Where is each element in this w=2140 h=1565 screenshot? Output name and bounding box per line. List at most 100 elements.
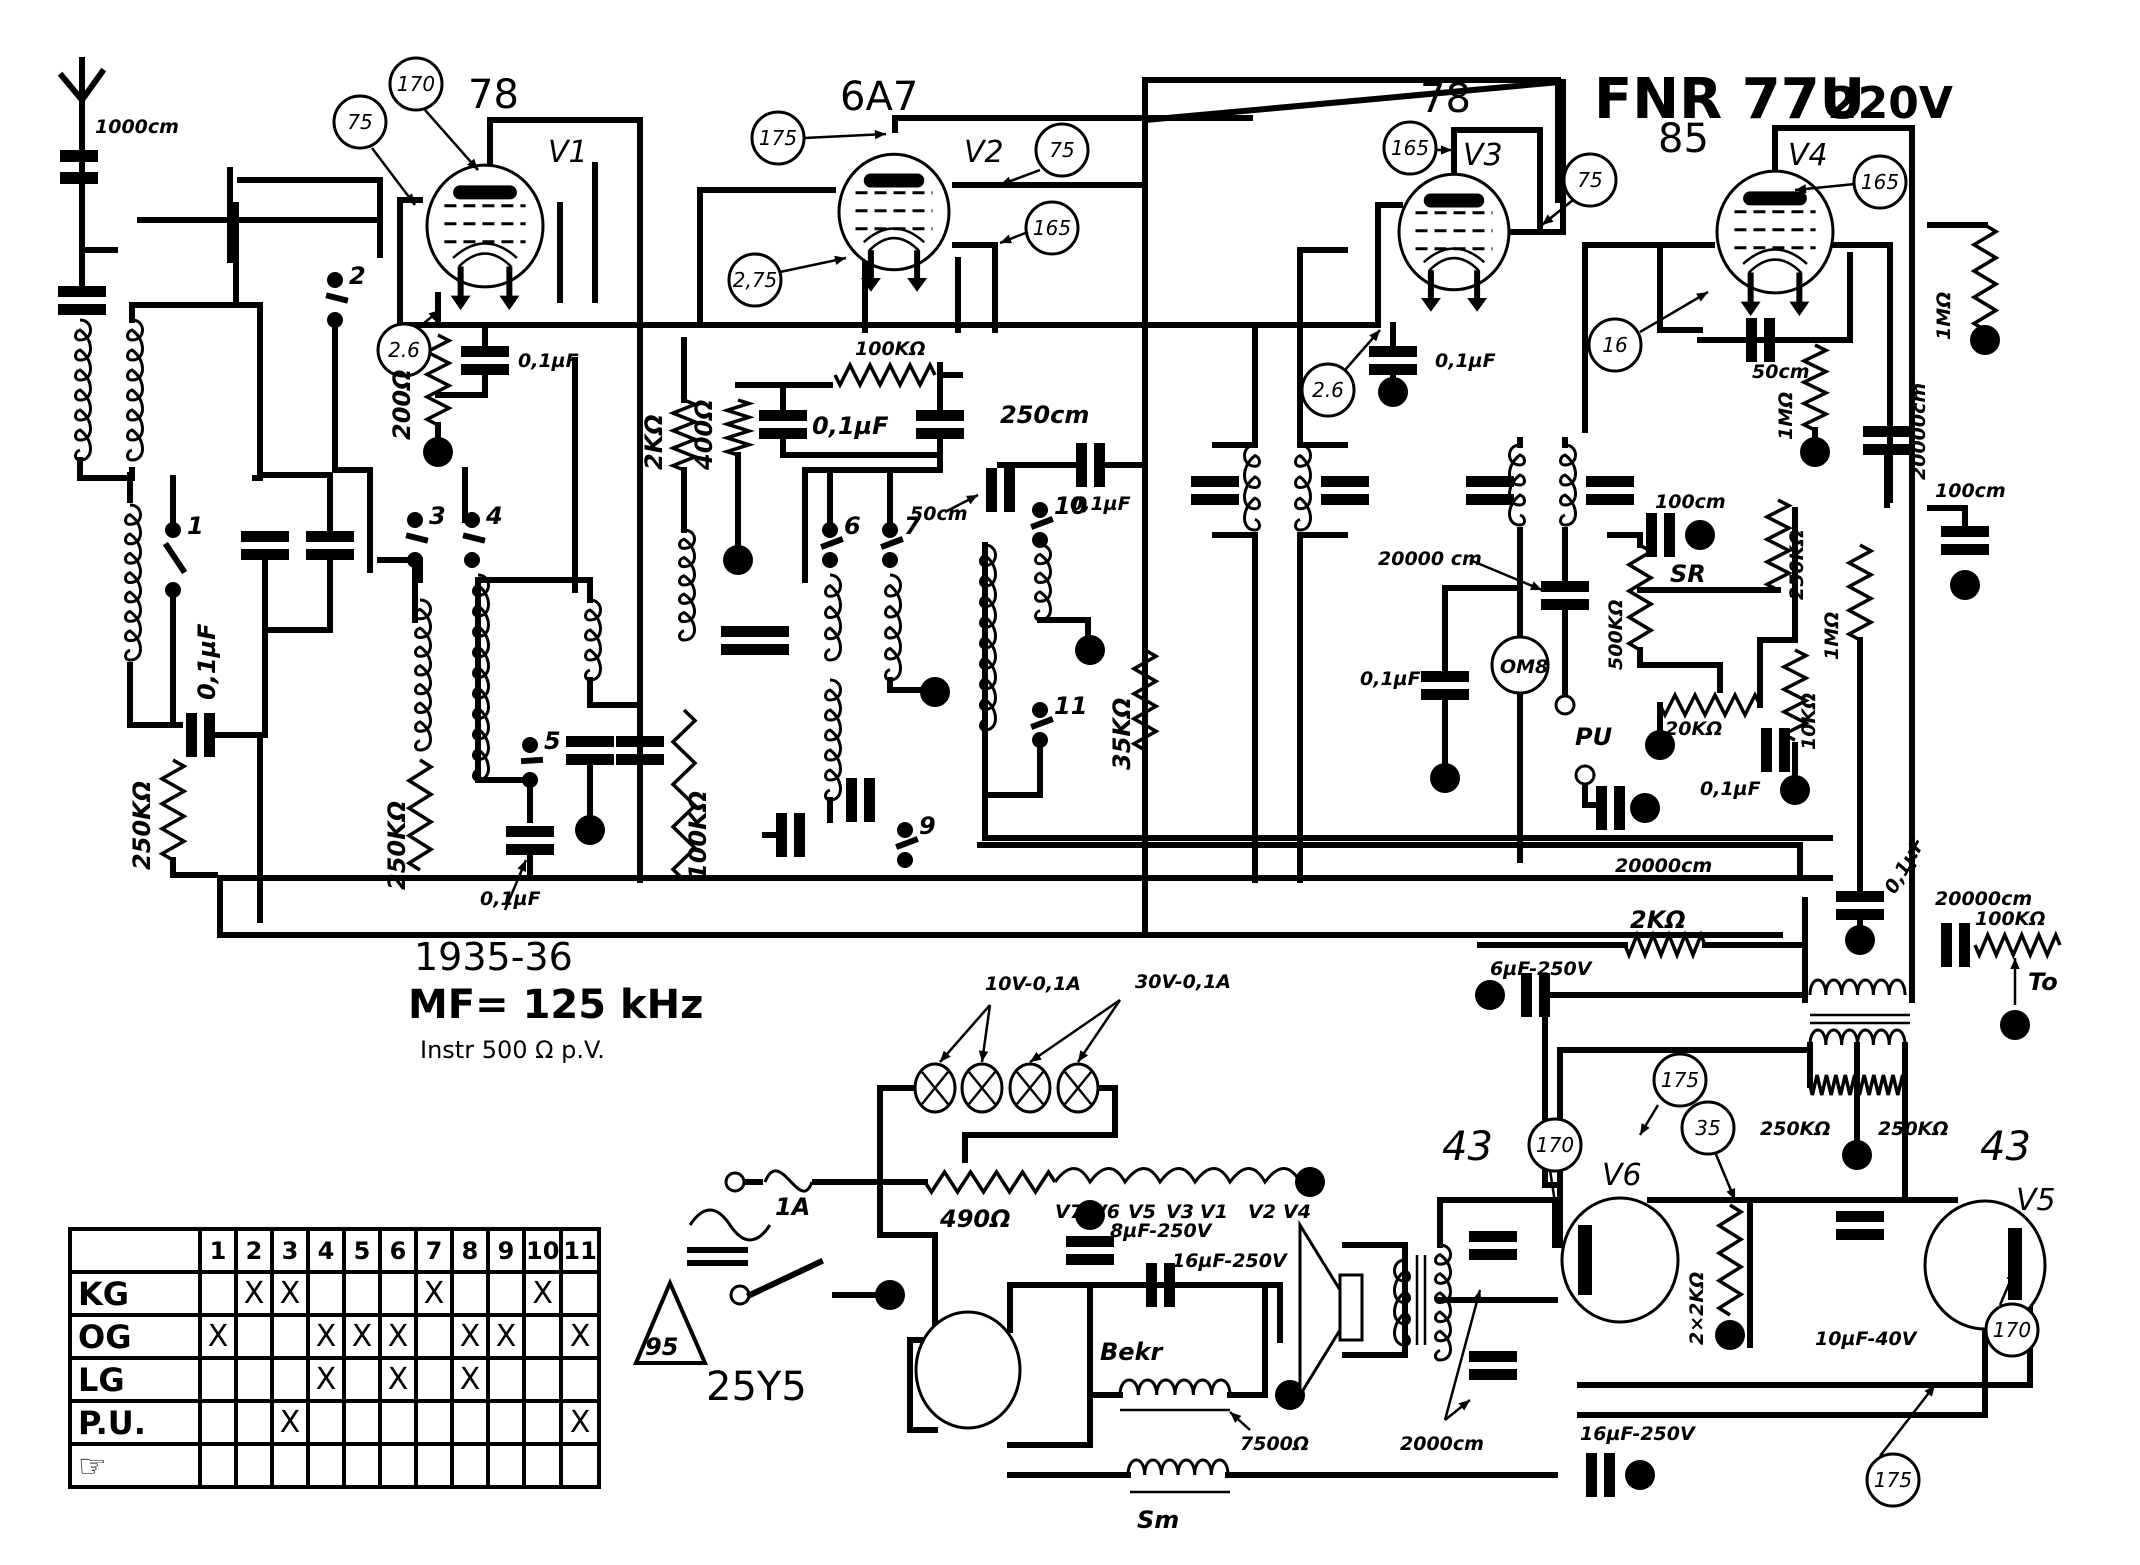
pointer-line bbox=[1879, 1384, 1936, 1457]
tube-v4-envelope bbox=[1715, 169, 1835, 295]
resistor-500k bbox=[1625, 543, 1655, 652]
pointer-arrow-icon bbox=[1530, 581, 1542, 591]
pointer-arrow-icon bbox=[1553, 1223, 1563, 1235]
ground-terminal bbox=[1970, 325, 2000, 355]
cap-50cm-plate bbox=[1004, 468, 1015, 512]
coil-6a bbox=[824, 573, 842, 662]
switch-mark-cell bbox=[234, 1313, 274, 1360]
coil-7 bbox=[884, 573, 902, 682]
ground-terminal bbox=[1842, 1140, 1872, 1170]
switch-mark-cell bbox=[559, 1270, 601, 1317]
table-column-header: 1 bbox=[198, 1227, 238, 1274]
switch-mark-cell: X bbox=[270, 1399, 310, 1446]
switch-mark-cell bbox=[198, 1442, 238, 1489]
det-20000-label: 20000 cm bbox=[1378, 548, 1482, 570]
wire bbox=[1342, 1242, 1408, 1358]
cap-10uf bbox=[1836, 1211, 1884, 1222]
r250k-r-label: 250KΩ bbox=[1878, 1118, 1949, 1140]
tube-v4-cathode bbox=[1742, 248, 1808, 265]
v5-screen-voltage-text: 175 bbox=[1874, 1468, 1912, 1492]
c8uf-label: 8µF-250V bbox=[1110, 1220, 1213, 1242]
pointer-line bbox=[371, 147, 416, 206]
lamp-cross bbox=[1016, 1071, 1044, 1105]
lamp-cross bbox=[1064, 1071, 1092, 1105]
om8-label: OM8 bbox=[1500, 656, 1548, 678]
table-column-header: 11 bbox=[559, 1227, 601, 1274]
wire bbox=[1927, 505, 1968, 528]
switch-mark-cell: X bbox=[450, 1313, 490, 1360]
cap-8uf-plate bbox=[1066, 1254, 1114, 1265]
cap-50cm-v4-plate bbox=[1764, 318, 1775, 362]
v1-anode-voltage-text: 170 bbox=[397, 72, 435, 96]
resistor-400 bbox=[721, 398, 755, 457]
switch-mark-cell bbox=[270, 1442, 310, 1489]
pointer-arrow-icon bbox=[874, 129, 886, 140]
trim-cap-mid-b-plate bbox=[741, 644, 789, 655]
pointer-line bbox=[939, 1004, 991, 1063]
r2k-h-label: 2KΩ bbox=[1630, 906, 1686, 934]
pointer-arrow-icon bbox=[2006, 1270, 2015, 1282]
trim-cap-mid-b bbox=[741, 626, 789, 637]
wire bbox=[1142, 78, 1564, 124]
wire bbox=[962, 1085, 1118, 1163]
cap-250cm bbox=[916, 410, 964, 421]
output-transformer-primary bbox=[1808, 978, 1907, 996]
wire bbox=[1582, 777, 1603, 808]
if-cap-1b bbox=[1321, 476, 1369, 487]
tube-v2-heater bbox=[868, 236, 920, 252]
v2-screen-voltage-text: 75 bbox=[1049, 138, 1074, 162]
wire bbox=[1542, 992, 1563, 1188]
pointer-arrow-icon bbox=[1458, 1400, 1470, 1411]
cap-20000-det bbox=[1541, 581, 1589, 592]
junction-dot bbox=[897, 852, 913, 868]
cap-20000-v4 bbox=[1863, 426, 1911, 437]
resistor-100k-top bbox=[833, 361, 937, 389]
v4-ref: V4 bbox=[1788, 138, 1828, 173]
table-column-header: 9 bbox=[486, 1227, 526, 1274]
filament-label: V2 bbox=[1248, 1201, 1276, 1223]
switch-mark-cell bbox=[234, 1442, 274, 1489]
speaker-transformer-pri bbox=[1434, 1243, 1452, 1362]
wire bbox=[1451, 127, 1543, 233]
v1-type-label: 78 bbox=[468, 72, 519, 118]
cap-50cm-v4 bbox=[1746, 318, 1757, 362]
v3-cathode-voltage-text: 2.6 bbox=[1312, 378, 1344, 402]
tube-v1-cathode bbox=[452, 242, 518, 259]
filament-label: V5 bbox=[1128, 1201, 1156, 1223]
cap-01-v4-plate bbox=[1836, 909, 1884, 920]
ground-terminal bbox=[1715, 1320, 1745, 1350]
ground-terminal bbox=[920, 677, 950, 707]
if-cap-2b-plate bbox=[1586, 494, 1634, 505]
wire bbox=[892, 115, 1253, 133]
tube-v1-anode bbox=[453, 185, 517, 200]
osc-coil-c bbox=[472, 573, 490, 782]
switch-9-number: 9 bbox=[919, 812, 936, 840]
switch-10-number: 10 bbox=[1054, 492, 1087, 520]
cap-16uf-b-plate bbox=[1604, 1453, 1615, 1497]
year-label: 1935-36 bbox=[414, 935, 573, 979]
switch-mark-cell bbox=[414, 1313, 454, 1360]
wire bbox=[487, 117, 643, 168]
v6-plate-voltage bbox=[1527, 1117, 1583, 1173]
table-row: ☞ bbox=[68, 1442, 601, 1489]
terminal-open bbox=[724, 1171, 746, 1193]
switch-10 bbox=[1030, 516, 1054, 530]
resistor-100k-out bbox=[1973, 930, 2062, 960]
r7500-label: 7500Ω bbox=[1240, 1433, 1309, 1455]
pointer-line bbox=[1639, 290, 1709, 334]
lamp-10v-label: 10V-0,1A bbox=[985, 973, 1081, 995]
switch-mark-cell bbox=[450, 1270, 490, 1317]
c01-right-label: 0,1µF bbox=[1070, 493, 1131, 515]
switch-mark-cell bbox=[486, 1270, 526, 1317]
table-column-header: 3 bbox=[270, 1227, 310, 1274]
switch-mark-cell: X bbox=[198, 1313, 238, 1360]
switch-mark-cell: X bbox=[342, 1313, 382, 1360]
v3-screen-voltage-text: 75 bbox=[1577, 168, 1602, 192]
wire bbox=[262, 472, 333, 533]
switch-mark-cell: X bbox=[486, 1313, 526, 1360]
resistor-250k-l bbox=[1808, 1074, 1859, 1096]
cap-16uf-b bbox=[1586, 1453, 1597, 1497]
switch-mark-cell bbox=[342, 1442, 382, 1489]
table-column-header: 8 bbox=[450, 1227, 490, 1274]
